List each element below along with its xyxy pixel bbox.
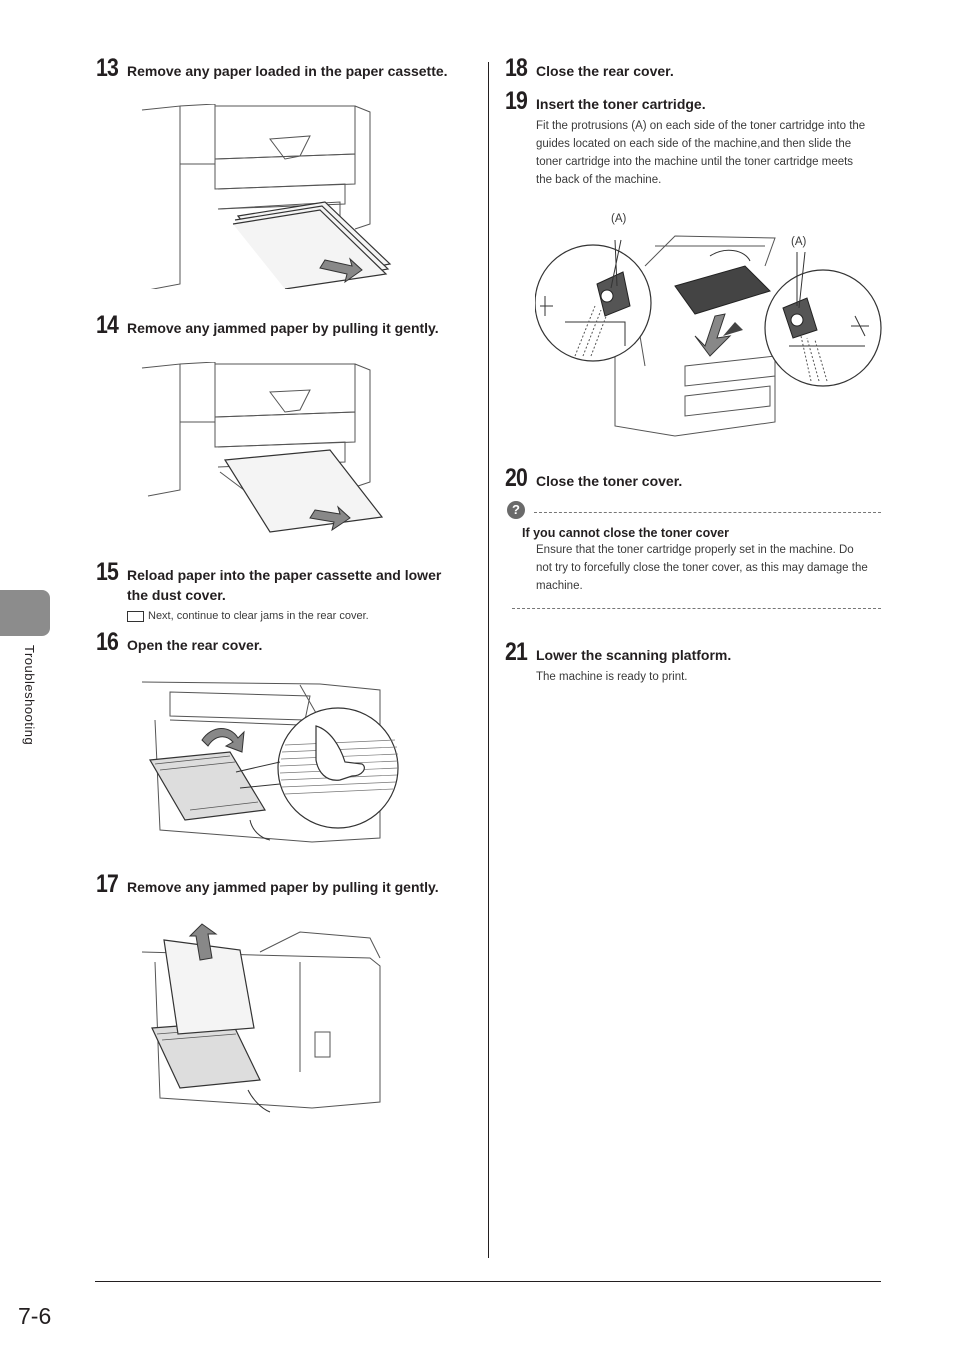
note-body-line3: machine. <box>536 580 583 592</box>
step-19-number: 19 <box>505 87 528 115</box>
step-13-number: 13 <box>96 54 119 82</box>
step-20-number: 20 <box>505 464 528 492</box>
reference-arrow-icon <box>127 610 144 622</box>
step-16-title: Open the rear cover. <box>127 637 263 653</box>
step-17-number: 17 <box>96 870 119 898</box>
step-21-number: 21 <box>505 638 528 666</box>
step-15-title-line2: the dust cover. <box>127 587 226 603</box>
step-21-title: Lower the scanning platform. <box>536 647 732 663</box>
step-20-title: Close the toner cover. <box>536 473 683 489</box>
step-21-body: The machine is ready to print. <box>536 671 688 683</box>
column-divider <box>488 62 489 1258</box>
step-14-title: Remove any jammed paper by pulling it ge… <box>127 320 439 336</box>
step-13-title: Remove any paper loaded in the paper cas… <box>127 63 448 79</box>
note-title: If you cannot close the toner cover <box>522 526 729 540</box>
label-a-left: (A) <box>611 213 627 225</box>
step-15-note: Next, continue to clear jams in the rear… <box>127 607 369 625</box>
step-19-body-line1: Fit the protrusions (A) on each side of … <box>536 120 866 132</box>
note-body-line1: Ensure that the toner cartridge properly… <box>536 544 854 556</box>
step-19-title: Insert the toner cartridge. <box>536 96 706 112</box>
sidebar-tab[interactable] <box>0 590 50 636</box>
note-bottom-divider <box>512 608 881 609</box>
page-number: 7-6 <box>18 1303 52 1329</box>
step-19-body-line4: the back of the machine. <box>536 174 662 186</box>
footer-rule <box>95 1281 881 1282</box>
illustration-remove-cassette-paper <box>140 104 395 289</box>
step-14-number: 14 <box>96 311 119 339</box>
step-18-number: 18 <box>505 54 528 82</box>
step-15-number: 15 <box>96 558 119 586</box>
step-17-title: Remove any jammed paper by pulling it ge… <box>127 879 439 895</box>
sidebar-label: Troubleshooting <box>22 645 37 746</box>
step-19-body-line3: toner cartridge into the machine until t… <box>536 156 854 168</box>
illustration-pull-jammed-paper-front <box>140 362 385 537</box>
question-icon: ? <box>507 501 525 519</box>
note-body-line2: not try to forcefully close the toner co… <box>536 562 868 574</box>
step-15-title-line1: Reload paper into the paper cassette and… <box>127 567 442 583</box>
illustration-open-rear-cover <box>140 680 402 845</box>
step-16-number: 16 <box>96 628 119 656</box>
note-top-divider <box>534 512 881 513</box>
step-19-body-line2: guides located on each side of the machi… <box>536 138 852 150</box>
label-a-right: (A) <box>791 236 807 248</box>
illustration-pull-jammed-paper-rear <box>140 922 388 1117</box>
step-15-note-text[interactable]: Next, continue to clear jams in the rear… <box>148 610 369 622</box>
step-18-title: Close the rear cover. <box>536 63 674 79</box>
illustration-insert-toner-cartridge <box>535 226 883 440</box>
